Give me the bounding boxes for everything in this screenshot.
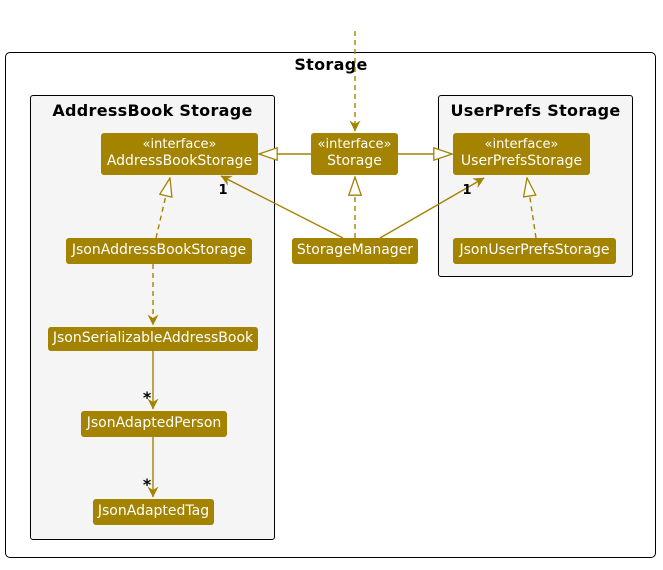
multiplicity-serializable-adaptedperson: * [142,388,152,407]
class-addressbookstorage-interface: «interface» AddressBookStorage [101,133,258,175]
package-addressbook-storage-title: AddressBook Storage [52,101,253,120]
stereotype-label: «interface» [317,136,392,152]
class-name: JsonAdaptedTag [97,503,210,520]
class-name: JsonAddressBookStorage [71,242,247,259]
class-name: StorageManager [296,242,414,259]
frame-title: Storage [294,55,368,74]
multiplicity-adaptedperson-adaptedtag: * [142,475,152,494]
class-userprefsstorage-interface: «interface» UserPrefsStorage [453,133,590,175]
class-jsonadaptedtag: JsonAdaptedTag [93,499,214,525]
class-jsonserializableaddressbook: JsonSerializableAddressBook [48,327,258,351]
class-storagemanager: StorageManager [292,238,418,264]
class-name: Storage [327,153,382,170]
class-jsonaddressbookstorage: JsonAddressBookStorage [66,238,252,264]
class-name: JsonSerializableAddressBook [52,330,254,347]
class-name: UserPrefsStorage [460,153,583,170]
class-name: JsonAdaptedPerson [86,415,222,432]
class-jsonadaptedperson: JsonAdaptedPerson [81,411,227,437]
class-storage-interface: «interface» Storage [311,133,398,175]
stereotype-label: «interface» [142,136,217,152]
class-jsonuserprefsstorage: JsonUserPrefsStorage [453,238,616,264]
class-name: JsonUserPrefsStorage [459,242,610,259]
multiplicity-storagemanager-addressbookstorage: 1 [218,183,228,198]
class-name: AddressBookStorage [106,153,253,170]
package-userprefs-storage-title: UserPrefs Storage [450,101,621,120]
stereotype-label: «interface» [484,136,559,152]
multiplicity-storagemanager-userprefsstorage: 1 [462,183,472,198]
